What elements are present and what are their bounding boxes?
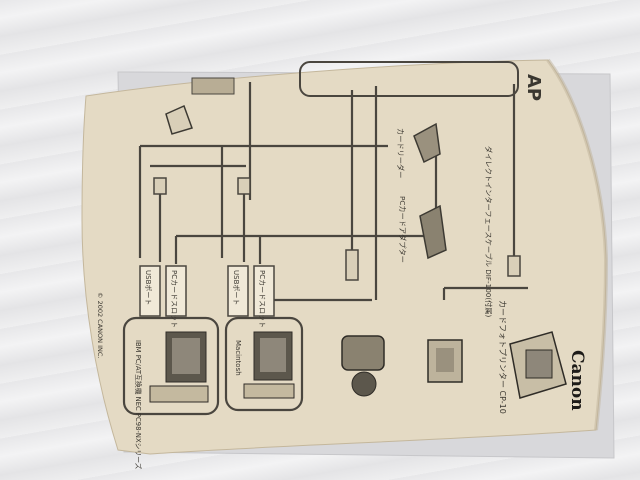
mac-system-label: Macintosh [234, 340, 242, 376]
printer-model-label: カードフォトプリンター CP-10 [498, 300, 507, 414]
top-panel-box [299, 61, 519, 97]
usb-plug-pc [153, 177, 167, 195]
memory-card-icon [165, 104, 193, 135]
pc-usb-port-label: USBポート [144, 270, 152, 305]
top-panel-device [191, 77, 235, 95]
copyright-text: © 2002 CANON INC. [96, 292, 104, 358]
cable-plug-right [507, 255, 521, 277]
pc-card-adapter-label: PCカードアダプター [398, 196, 407, 263]
page-corner-heading: AP [523, 74, 544, 101]
mac-card-slot-label: PCカードスロット [258, 270, 266, 328]
usb-plug-mac [237, 177, 251, 195]
card-photo-printer-small [427, 339, 463, 383]
page-shadow-edge [546, 58, 609, 431]
pc-system-label: IBM PC/AT互換機 NEC PC98-NXシリーズ [134, 340, 143, 470]
mac-system-box [224, 316, 304, 412]
pc-card-adapter-device [419, 204, 447, 260]
wiring-lines [138, 82, 528, 302]
pc-system-box [122, 316, 220, 416]
cable-label: ダイレクトインターフェースケーブル DIF-100(付属) [484, 146, 493, 318]
mac-computer-illustration [243, 331, 295, 399]
cp10-printer-illustration [509, 331, 567, 399]
card-reader-device [413, 122, 441, 164]
pc-computer-illustration [149, 331, 209, 403]
usb-connectors [153, 177, 521, 281]
camcorder-illustration [341, 335, 385, 397]
canon-logo: Canon [567, 350, 587, 411]
mac-usb-port-label: USBポート [232, 270, 240, 305]
port-label-boxes [139, 265, 275, 317]
cable-plug-center [345, 249, 359, 281]
pc-card-slot-label: PCカードスロット [170, 270, 178, 328]
card-reader-label: カードリーダー [396, 128, 405, 178]
